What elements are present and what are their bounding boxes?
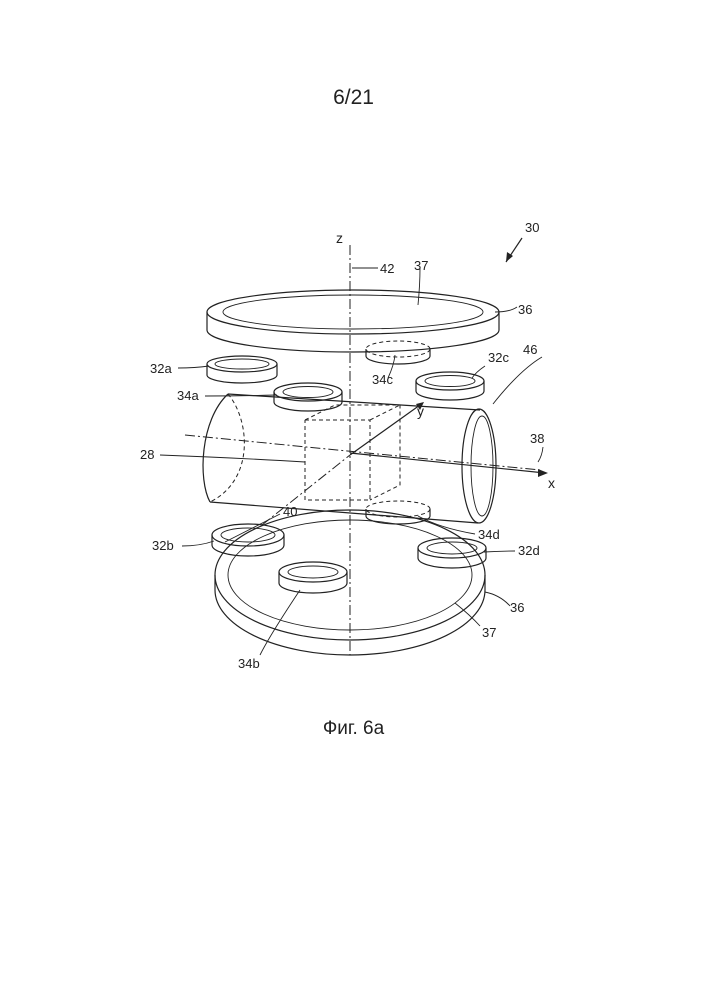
label-32d: 32d [518, 543, 540, 558]
top-disc [207, 290, 499, 352]
label-42: 42 [380, 261, 394, 276]
figure-caption: Фиг. 6а [0, 718, 707, 740]
label-32b: 32b [152, 538, 174, 553]
labels: z 30 42 37 36 32a 34c 32c 46 34a y 38 28… [140, 220, 555, 671]
reference-arrow-30 [506, 238, 522, 262]
label-46: 46 [523, 342, 537, 357]
label-38: 38 [530, 431, 544, 446]
label-34d: 34d [478, 527, 500, 542]
axis-z-label: z [336, 230, 343, 246]
label-34b: 34b [238, 656, 260, 671]
label-30: 30 [525, 220, 539, 235]
label-34a: 34a [177, 388, 199, 403]
coil-32d [418, 538, 486, 568]
coil-34d [366, 501, 430, 524]
coil-34b [279, 562, 347, 593]
leader-lines [160, 268, 543, 655]
label-32a: 32a [150, 361, 172, 376]
label-32c: 32c [488, 350, 509, 365]
label-36-bot: 36 [510, 600, 524, 615]
label-37-bot: 37 [482, 625, 496, 640]
label-36-top: 36 [518, 302, 532, 317]
label-28: 28 [140, 447, 154, 462]
coil-34c [366, 341, 430, 364]
label-34c: 34c [372, 372, 393, 387]
axis-y-label: y [417, 403, 424, 419]
label-40: 40 [283, 504, 297, 519]
coil-32b [212, 524, 284, 556]
label-37-top: 37 [414, 258, 428, 273]
axis-x-label: x [548, 475, 555, 491]
coil-32a [207, 356, 277, 383]
